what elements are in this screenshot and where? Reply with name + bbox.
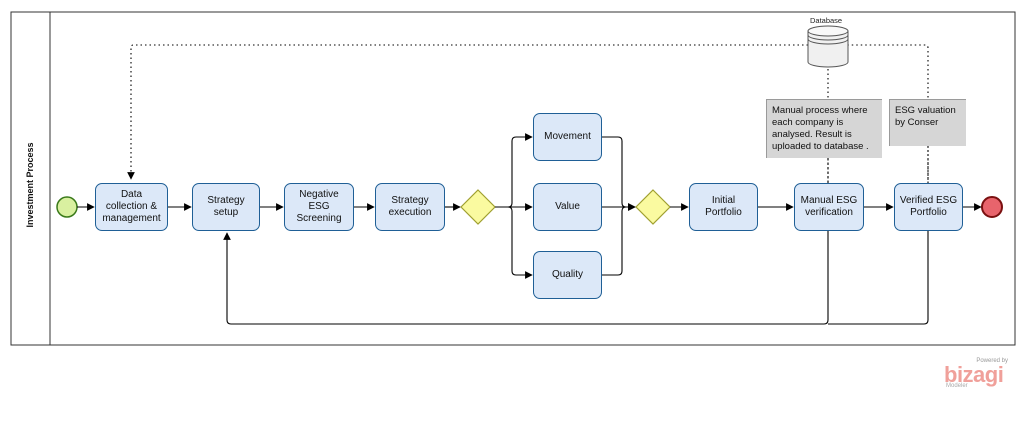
task-verified-esg-portfolio[interactable]: Verified ESG Portfolio [894,183,963,231]
bizagi-logo: Powered by bizagi Modeler [942,358,1012,392]
flow-quality-to-join [602,206,627,276]
pool-border [10,11,1016,346]
database-icon [807,25,849,68]
task-strategy-setup[interactable]: Strategy setup [192,183,260,231]
flow-movement-to-join [602,136,636,211]
logo-powered-by: Powered by [976,358,1008,364]
flow-verified-loop-back [828,231,929,325]
task-negative-esg-screening[interactable]: Negative ESG Screening [284,183,354,231]
end-event [981,196,1003,218]
task-initial-portfolio[interactable]: Initial Portfolio [689,183,758,231]
task-manual-esg-verification[interactable]: Manual ESG verification [794,183,864,231]
association-verified-to-database [848,44,929,183]
flow-gateway-to-quality [495,206,533,279]
logo-sub: Modeler [946,383,968,389]
task-strategy-execution[interactable]: Strategy execution [375,183,445,231]
task-data-collection[interactable]: Data collection & management [95,183,168,231]
association-database-to-data [127,44,808,180]
task-value[interactable]: Value [533,183,602,231]
database-label: Database [810,16,843,25]
start-event [56,196,78,218]
logo-name: bizagi [944,362,1004,387]
task-movement[interactable]: Movement [533,113,602,161]
task-quality[interactable]: Quality [533,251,602,299]
flow-gateway-to-movement [495,133,533,208]
flow-manual-loop-back [223,231,829,325]
join-gateway [635,189,671,225]
pool-label: Investment Process [25,142,35,228]
annotation-manual-process: Manual process where each company is ana… [766,99,882,158]
annotation-esg-valuation: ESG valuation by Conser [889,99,966,146]
split-gateway [460,189,496,225]
